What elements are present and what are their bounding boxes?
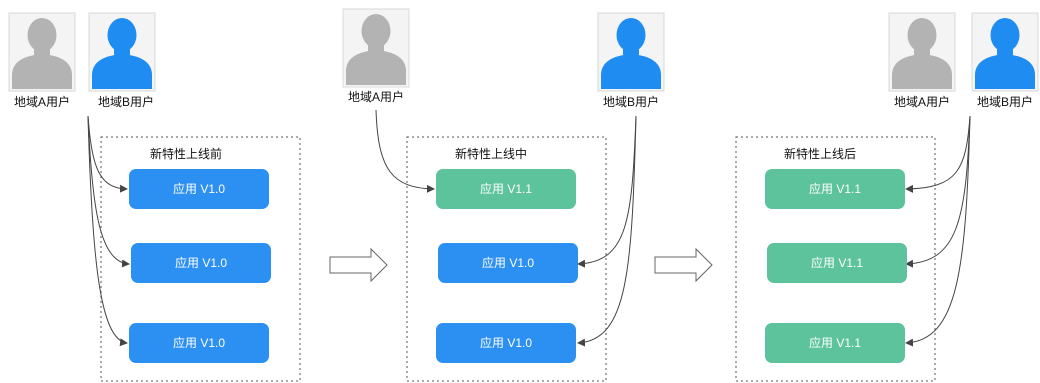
- user-b-stage3: 地域B用户: [971, 12, 1039, 109]
- connector-line: [87, 115, 128, 347]
- user-a-stage3: 地域A用户: [888, 12, 956, 109]
- app-box-label: 应用 V1.1: [811, 255, 863, 270]
- stage-during: 地域A用户 地域B用户 新特性上线中 应用 V1.1 应用 V1.0 应用 V1…: [342, 8, 665, 382]
- connector-line: [905, 115, 971, 268]
- right-arrow-icon: [329, 247, 388, 283]
- app-box-rect: [767, 243, 907, 283]
- app-box-label: 应用 V1.0: [480, 335, 532, 350]
- app-box-rect: [436, 323, 576, 363]
- app-box: 应用 V1.0: [131, 243, 271, 283]
- app-box-label: 应用 V1.0: [173, 181, 225, 196]
- app-box: 应用 V1.1: [767, 243, 907, 283]
- user-a-stage1: 地域A用户: [8, 12, 76, 109]
- app-box-rect: [438, 243, 578, 283]
- connector-line: [87, 115, 128, 193]
- connector-line: [577, 115, 637, 268]
- stage-title: 新特性上线中: [455, 146, 527, 161]
- app-box-label: 应用 V1.0: [173, 335, 225, 350]
- app-box-rect: [129, 323, 269, 363]
- app-box-label: 应用 V1.1: [480, 181, 532, 196]
- user-a-label: 地域A用户: [348, 89, 404, 104]
- connector-line: [87, 115, 130, 268]
- stage-title: 新特性上线前: [150, 146, 222, 161]
- connector-line: [905, 115, 971, 193]
- stage-before: 地域A用户 地域B用户 新特性上线前 应用 V1.0 应用 V1.0 应用 V1…: [8, 12, 301, 382]
- user-b-stage2: 地域B用户: [597, 12, 665, 109]
- app-box-label: 应用 V1.0: [175, 255, 227, 270]
- app-box: 应用 V1.1: [765, 323, 905, 363]
- stage-frame: [735, 136, 936, 382]
- app-box-rect: [436, 169, 576, 209]
- app-box-label: 应用 V1.0: [482, 255, 534, 270]
- app-box-rect: [129, 169, 269, 209]
- user-b-stage1: 地域B用户: [88, 12, 156, 109]
- app-box-label: 应用 V1.1: [809, 335, 861, 350]
- stage-title: 新特性上线后: [784, 146, 856, 161]
- user-b-label: 地域B用户: [98, 94, 154, 109]
- app-box-rect: [765, 323, 905, 363]
- app-box: 应用 V1.0: [436, 323, 576, 363]
- app-box-rect: [765, 169, 905, 209]
- connector-line: [577, 115, 637, 347]
- app-box-rect: [131, 243, 271, 283]
- user-a-stage2: 地域A用户: [342, 8, 410, 104]
- stage-frame: [406, 136, 607, 382]
- user-a-label: 地域A用户: [14, 94, 70, 109]
- connector-line: [375, 109, 435, 193]
- user-b-label: 地域B用户: [977, 94, 1033, 109]
- app-box: 应用 V1.0: [129, 323, 269, 363]
- right-arrow-icon: [654, 247, 713, 283]
- connector-line: [905, 115, 971, 347]
- app-box: 应用 V1.0: [129, 169, 269, 209]
- app-box: 应用 V1.1: [436, 169, 576, 209]
- app-box: 应用 V1.0: [438, 243, 578, 283]
- user-b-label: 地域B用户: [603, 94, 659, 109]
- user-a-label: 地域A用户: [894, 94, 950, 109]
- app-box-label: 应用 V1.1: [809, 181, 861, 196]
- app-box: 应用 V1.1: [765, 169, 905, 209]
- stage-frame: [100, 136, 301, 382]
- stage-after: 地域A用户 地域B用户 新特性上线后 应用 V1.1 应用 V1.1 应用 V1…: [735, 12, 1039, 382]
